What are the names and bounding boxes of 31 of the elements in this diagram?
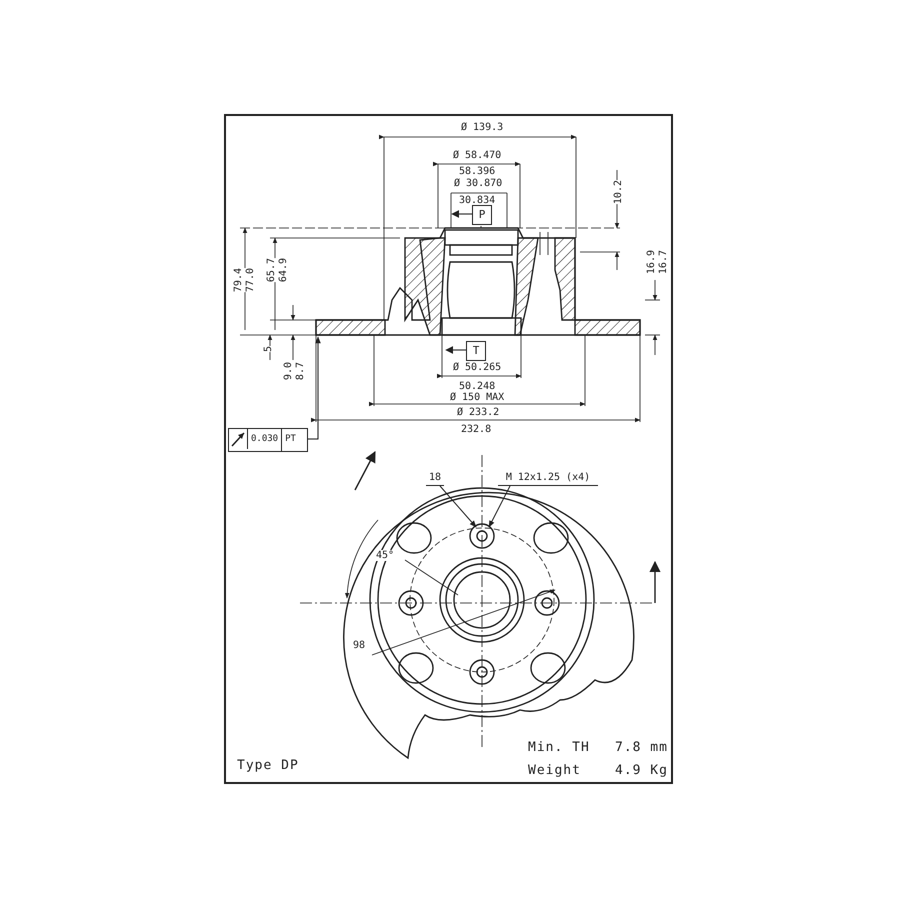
- spec-value: 4.9 Kg: [614, 765, 669, 776]
- leader-line: [451, 210, 472, 218]
- dimension-text: 30.834: [458, 195, 496, 206]
- brake-disc-section-drawing: [315, 227, 641, 336]
- spec-label: Weight: [527, 765, 582, 776]
- leader-line: [488, 486, 510, 528]
- dimension-text: 50.248: [458, 381, 496, 392]
- dimension-text: 58.396: [458, 166, 496, 177]
- dimension-text: 65.7: [265, 258, 278, 282]
- callout-text: M 12x1.25 (x4): [498, 472, 598, 486]
- dimension-text: Ø 150 MAX: [449, 392, 506, 403]
- dimension-text: Ø 139.3: [460, 122, 504, 133]
- tolerance-frame: [228, 428, 308, 452]
- dimension-text: 98: [352, 640, 366, 651]
- dimension-text: 45°: [375, 550, 396, 561]
- dimension-text: Ø 58.470: [452, 150, 502, 161]
- dimension-text: Ø 50.265: [452, 362, 502, 373]
- type-label: Type DP: [236, 760, 300, 771]
- dimension-text: 79.4: [232, 268, 245, 292]
- dimension-text: Ø 233.2: [456, 407, 500, 418]
- datum-label: P: [472, 205, 492, 225]
- leader-line: [445, 346, 466, 354]
- spec-value: 7.8 mm: [614, 742, 669, 753]
- callout-text: 18: [426, 472, 444, 486]
- dimension-text: Ø 30.870: [453, 178, 504, 189]
- dimension-text: 232.8: [460, 424, 492, 435]
- datum-reference: PT: [284, 433, 297, 446]
- datum-label: T: [466, 341, 486, 361]
- spec-label: Min. TH: [527, 742, 591, 753]
- tolerance-value: 0.030: [248, 429, 282, 451]
- leader-line: [440, 486, 476, 528]
